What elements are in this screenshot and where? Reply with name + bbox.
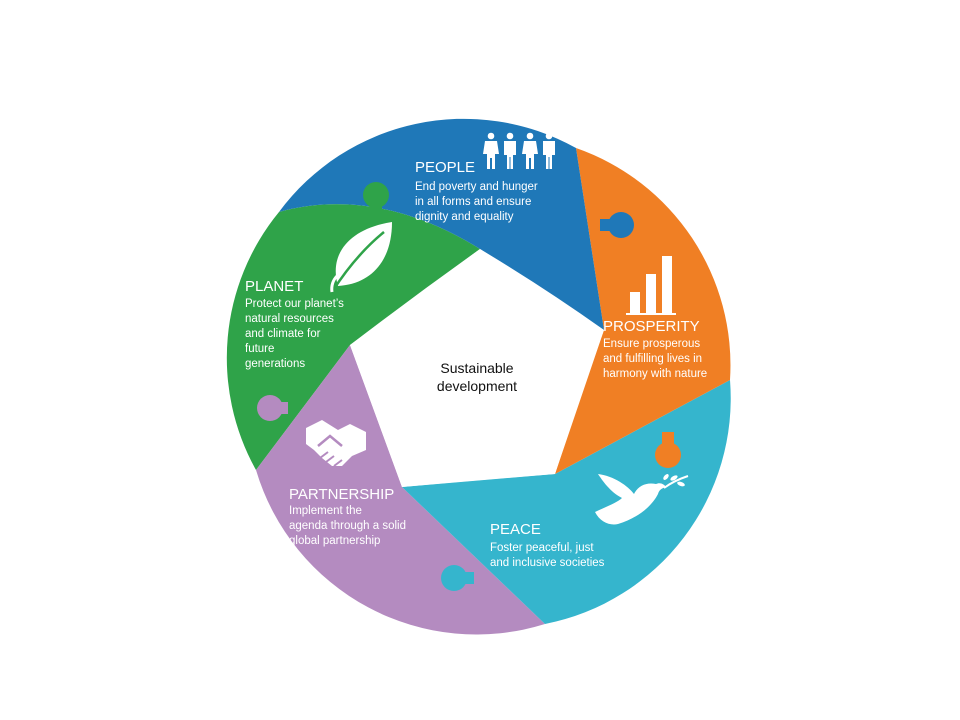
- segment-prosperity: [555, 148, 731, 474]
- knob-people-neck: [600, 219, 621, 231]
- peace-title: PEACE: [490, 521, 541, 538]
- planet-desc-line-2: natural resources: [245, 313, 334, 325]
- people-title: PEOPLE: [415, 159, 475, 176]
- planet-desc-line-4: future: [245, 343, 274, 355]
- peace-label: PEACE Foster peaceful, just and inclusiv…: [490, 521, 605, 569]
- center-title-line2: development: [437, 378, 517, 394]
- planet-desc-line-5: generations: [245, 358, 305, 370]
- peace-desc-line-1: Foster peaceful, just: [490, 542, 594, 554]
- prosperity-desc-line-3: harmony with nature: [603, 368, 707, 380]
- leaf-icon: [330, 222, 392, 293]
- planet-label: PLANET Protect our planet’s natural reso…: [245, 278, 344, 370]
- segment-peace: [402, 380, 731, 624]
- partnership-label: PARTNERSHIP Implement the agenda through…: [289, 486, 406, 547]
- knob-peace-neck: [454, 572, 474, 584]
- handshake-icon: [306, 420, 366, 467]
- partnership-desc-line-3: global partnership: [289, 535, 380, 547]
- people-icon: [483, 132, 555, 169]
- center-pentagon: [350, 249, 604, 487]
- prosperity-desc-line-1: Ensure prosperous: [603, 338, 700, 350]
- people-desc-line-1: End poverty and hunger: [415, 181, 538, 193]
- planet-title: PLANET: [245, 278, 303, 295]
- segment-people: [279, 118, 604, 330]
- prosperity-label: PROSPERITY Ensure prosperous and fulfill…: [603, 318, 707, 380]
- planet-desc-line-1: Protect our planet’s: [245, 298, 344, 310]
- people-desc-line-3: dignity and equality: [415, 211, 514, 223]
- prosperity-desc-line-2: and fulfilling lives in: [603, 353, 702, 365]
- knob-planet-neck: [370, 195, 382, 213]
- peace-desc-line-2: and inclusive societies: [490, 557, 605, 569]
- segment-partnership: [256, 345, 545, 635]
- knob-prosperity-neck: [662, 432, 674, 455]
- segment-planet: [226, 204, 480, 470]
- partnership-desc-line-2: agenda through a solid: [289, 520, 406, 532]
- people-desc-line-2: in all forms and ensure: [415, 196, 531, 208]
- center-title-line1: Sustainable: [440, 360, 513, 376]
- people-label: PEOPLE End poverty and hunger in all for…: [415, 159, 538, 223]
- prosperity-title: PROSPERITY: [603, 318, 700, 335]
- bar-chart-icon: [626, 256, 676, 315]
- dove-icon: [595, 474, 689, 525]
- partnership-title: PARTNERSHIP: [289, 486, 394, 503]
- partnership-desc-line-1: Implement the: [289, 505, 362, 517]
- planet-desc-line-3: and climate for: [245, 328, 321, 340]
- knob-partnership-neck: [270, 402, 288, 414]
